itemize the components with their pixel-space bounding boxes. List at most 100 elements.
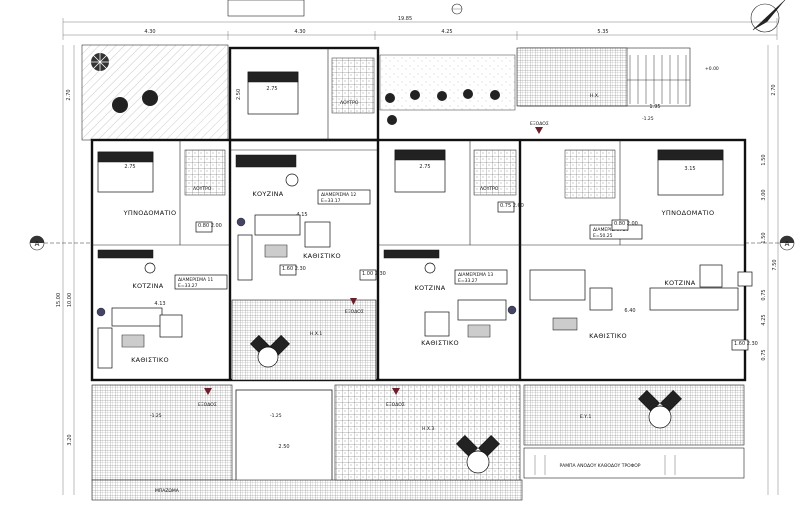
exit-arrow-1 [350, 298, 357, 305]
u12-sofa-icon [254, 214, 301, 236]
window-tag-1: 1.00 2.30 [362, 271, 386, 277]
u12-kitchen-label: ΚΟΥΖΙΝΑ [252, 190, 283, 198]
section-marker-right: A [745, 235, 795, 251]
unit-14: 3.15 ΥΠΝΟΔΟΜΑΤΙΟ ΔΙΑΜΕΡΙΣΜΑ 14 Ε=50.25 Κ… [529, 149, 753, 340]
level-minus-pool: -1.25 [270, 413, 282, 419]
u11-apt-name: ΔΙΑΜΕΡΙΣΜΑ 11 [178, 277, 213, 283]
u11-apt-tag [174, 274, 228, 290]
u11-bed-dim: 2.75 [124, 164, 135, 170]
shrub-icon [112, 90, 158, 113]
mezzanine-strip [91, 479, 523, 501]
u12-armchair-icon [304, 221, 331, 248]
ramp-hatching [534, 455, 676, 475]
right-dim-6: 0.75 [761, 289, 767, 300]
level-top: +0.00 [705, 66, 719, 72]
u11-apt-area: Ε=33.27 [178, 283, 198, 289]
stair-treads [600, 55, 690, 104]
patio-table-1 [250, 335, 290, 368]
ramp-area [523, 447, 745, 479]
u13-bed-dim: 2.75 [419, 164, 430, 170]
north-arrow [750, 0, 786, 33]
door-tags: 0.80 2.00 1.00 2.30 1.60 2.30 0.75 2.00 … [195, 201, 758, 351]
u14-sofa-icon [529, 269, 586, 301]
exit-label-top: ΕΞΟΔΟΣ [530, 121, 549, 127]
interior-walls [92, 48, 745, 246]
top-site-outline [227, 0, 305, 17]
right-dim-2: 1.50 [761, 154, 767, 165]
pool-dim: 2.50 [278, 444, 289, 450]
courtyard-3-label: Η.Χ.3 [422, 426, 434, 432]
exit-arrow-top [535, 127, 543, 134]
mezzanine-label: ΜΠΑΖΩΜΑ [155, 488, 180, 494]
u14-apt-name: ΔΙΑΜΕΡΙΣΜΑ 14 [593, 227, 628, 233]
u12-apt-area: Ε=33.17 [321, 198, 341, 204]
unit-12: 2.75 2.50 ΛΟΥΤΡΟ ΚΟΥΖΙΝΑ ΔΙΑΜΕΡΙΣΜΑ 12 Ε… [235, 57, 375, 281]
u12-apt-tag [317, 189, 371, 205]
upper-yard [516, 47, 628, 107]
right-dim-3: 3.00 [761, 189, 767, 200]
u14-table-icon [699, 264, 723, 288]
u12-apt-name: ΔΙΑΜΕΡΙΣΜΑ 12 [321, 192, 356, 198]
right-dim-8: 0.75 [761, 349, 767, 360]
u13-bath-label: ΛΟΥΤΡΟ [480, 186, 499, 192]
courtyard-3 [334, 384, 521, 481]
u13-living-label: ΚΑΘΙΣΤΙΚΟ [421, 339, 459, 347]
deck-area [523, 384, 745, 446]
patio-table-3 [638, 390, 682, 429]
exit-label-2: ΕΞΟΔΟΣ [198, 402, 217, 408]
seg-dim-3: 4.25 [441, 29, 452, 35]
u11-living-label: ΚΑΘΙΣΤΙΚΟ [131, 356, 169, 364]
section-marker-left: A [29, 235, 92, 251]
u11-kitchen-label: ΚΟΤΖΙΝΑ [132, 282, 163, 290]
u12-bath-label: ΛΟΥΤΡΟ [340, 100, 359, 106]
u14-bedroom-label: ΥΠΝΟΔΟΜΑΤΙΟ [661, 209, 715, 217]
u11-sofa-icon [111, 307, 163, 327]
u11-heater-icon [96, 307, 106, 317]
u14-kitchen-counter [649, 287, 739, 311]
left-dim-3: 10.00 [67, 293, 73, 307]
right-dim-1: 2.70 [771, 84, 777, 95]
right-dim-5: 7.50 [772, 259, 778, 270]
ramp-label: ΡΑΜΠΑ ΑΝΟΔΟΥ ΚΑΘΟΔΟΥ ΤΡΟΦΟΡ [559, 463, 640, 469]
left-dim-1: 2.70 [66, 89, 72, 100]
dim-195: 1.95 [649, 104, 660, 110]
upper-yard-label: Η.Χ. [590, 93, 599, 99]
unit-11: 2.75 ΥΠΝΟΔΟΜΑΤΙΟ ΛΟΥΤΡΟ ΚΟΤΖΙΝΑ ΔΙΑΜΕΡΙΣ… [96, 149, 228, 369]
seg-dim-4: 5.35 [597, 29, 608, 35]
patio-table-2 [456, 435, 500, 474]
u12-table-icon [285, 173, 299, 187]
exit-label-1: ΕΞΟΔΟΣ [345, 309, 364, 315]
u11-bath-label: ΛΟΥΤΡΟ [193, 186, 212, 192]
right-dim-7: 4.25 [761, 314, 767, 325]
seg-dim-2: 4.30 [294, 29, 305, 35]
u11-bath [184, 149, 226, 196]
u12-bed-dim: 2.75 [266, 86, 277, 92]
u14-kitchen-label: ΚΟΤΖΙΝΑ [664, 279, 695, 287]
overall-dimensions [62, 18, 779, 495]
unit-13: 2.75 ΛΟΥΤΡΟ ΚΟΤΖΙΝΑ ΔΙΑΜΕΡΙΣΜΑ 13 Ε=33.2… [383, 149, 517, 347]
u12-living-label: ΚΑΘΙΣΤΙΚΟ [303, 252, 341, 260]
exit-label-3: ΕΞΟΔΟΣ [386, 402, 405, 408]
bottom-yard-left [91, 384, 233, 481]
section-label-right: A [785, 240, 790, 248]
u11-bedroom-label: ΥΠΝΟΔΟΜΑΤΙΟ [123, 209, 177, 217]
window-tag-4: 1.60 2.30 [734, 341, 758, 347]
planter-strip [379, 54, 516, 111]
level-minus-left: -1.25 [150, 413, 162, 419]
u12-counter [235, 154, 297, 168]
window-tag-3: 0.75 2.00 [500, 203, 524, 209]
u14-living-dim: 6.40 [624, 308, 635, 314]
section-label-left: A [35, 240, 40, 248]
left-dim-4: 3.20 [67, 434, 73, 445]
u14-living-label: ΚΑΘΙΣΤΙΚΟ [589, 332, 627, 340]
right-dim-4: 1.50 [761, 232, 767, 243]
seg-dim-1: 4.30 [144, 29, 155, 35]
u14-bed-dim: 3.15 [684, 166, 695, 172]
hedge-row [385, 89, 500, 125]
door-tag-1: 0.80 2.00 [198, 223, 222, 229]
u13-apt-name: ΔΙΑΜΕΡΙΣΜΑ 13 [458, 272, 493, 278]
u11-table-icon [144, 262, 156, 274]
u11-living-dim: 4.13 [154, 301, 165, 307]
pool-area [235, 389, 333, 491]
